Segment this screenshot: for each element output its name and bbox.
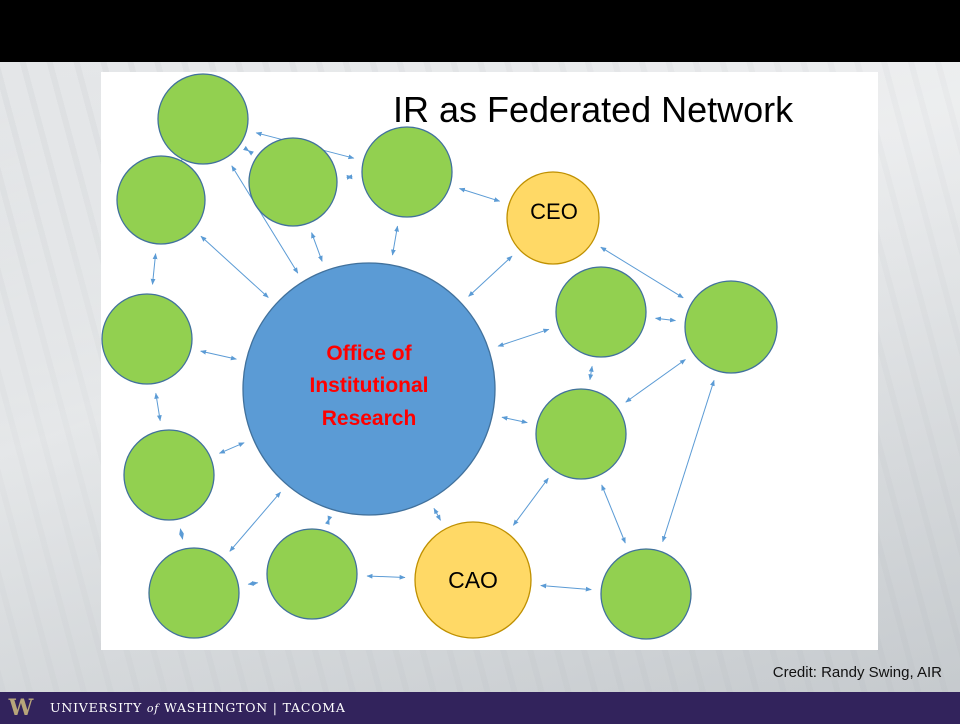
connector-n4-ctr	[391, 225, 399, 256]
cao-label: CAO	[448, 567, 498, 593]
unit-node-n10	[148, 547, 240, 639]
nodes	[101, 73, 778, 640]
unit-node-n7	[684, 280, 778, 374]
connector-n8-n10	[179, 528, 184, 540]
connector-n2-n5	[150, 253, 158, 285]
footer-org-of: of	[146, 702, 160, 715]
connector-ceo-n7	[600, 246, 684, 299]
connector-n7-n9	[625, 359, 686, 403]
connector-n5-n8	[154, 392, 162, 422]
connector-n3-n4	[346, 174, 353, 180]
cao-node	[414, 521, 532, 639]
connector-cao-n12	[540, 583, 592, 592]
connector-n6-n7	[655, 316, 676, 323]
uw-logo: W	[8, 695, 34, 721]
center-label-line-2: Institutional	[310, 374, 429, 397]
center-label-line-3: Research	[322, 407, 417, 430]
unit-node-n1	[157, 73, 249, 165]
center-label-line-1: Office of	[326, 342, 412, 365]
title-bar	[0, 0, 960, 62]
connector-n3-ctr	[311, 232, 323, 262]
unit-node-n5	[101, 293, 193, 385]
network-diagram: IR as Federated Network Office of Instit…	[101, 73, 794, 640]
connector-n11-cao	[366, 573, 406, 580]
connector-ctr-n6	[497, 328, 550, 347]
footer-bar: W UNIVERSITY of WASHINGTON | TACOMA	[0, 692, 960, 724]
unit-node-n6	[555, 266, 647, 358]
connector-n7-n12	[662, 379, 715, 543]
ceo-label: CEO	[530, 199, 578, 224]
footer-org-suffix: WASHINGTON | TACOMA	[163, 700, 346, 715]
unit-node-n8	[123, 429, 215, 521]
connector-ctr-cao	[433, 507, 441, 521]
connector-ctr-n11	[325, 515, 333, 525]
connector-ctr-n9	[501, 415, 528, 424]
diagram-title: IR as Federated Network	[393, 89, 794, 130]
connector-n10-n11	[247, 581, 259, 586]
unit-node-n11	[266, 528, 358, 620]
unit-node-n4	[361, 126, 453, 218]
connector-n1-n3	[243, 145, 254, 156]
office-of-ir-node	[242, 262, 496, 516]
connector-ctr-n10	[229, 491, 281, 552]
connector-ctr-n8	[218, 442, 245, 454]
unit-node-n9	[535, 388, 627, 480]
connector-n2-ctr	[200, 235, 269, 298]
connector-n4-ceo	[458, 187, 501, 202]
ceo-node	[506, 171, 600, 265]
unit-node-n12	[600, 548, 692, 640]
connector-n1-ctr	[231, 165, 299, 274]
unit-node-n3	[248, 137, 338, 227]
diagram-panel: IR as Federated Network Office of Instit…	[101, 72, 878, 650]
footer-org-name: UNIVERSITY of WASHINGTON | TACOMA	[50, 700, 346, 715]
connector-ceo-ctr	[468, 255, 513, 297]
footer-org-prefix: UNIVERSITY	[50, 700, 143, 715]
connector-n6-n9	[588, 365, 594, 381]
credit-text: Credit: Randy Swing, AIR	[772, 664, 942, 681]
connector-n5-ctr	[200, 349, 237, 361]
unit-node-n2	[116, 155, 206, 245]
connector-n9-n12	[601, 484, 626, 544]
connector-n9-cao	[512, 477, 549, 526]
